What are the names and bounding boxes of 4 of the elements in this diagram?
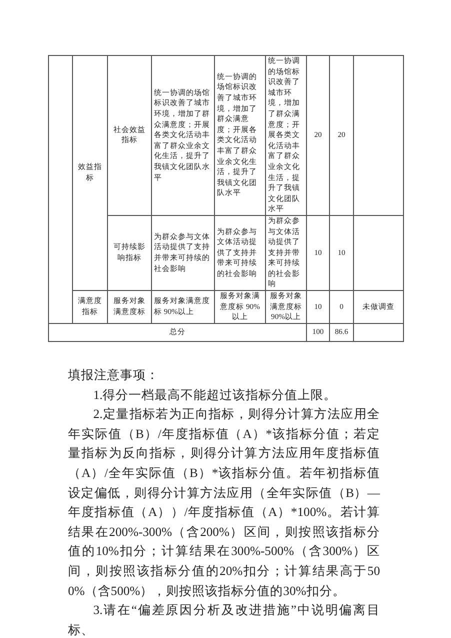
note-paragraph: 1.得分一档最高不能超过该指标分值上限。: [92, 386, 338, 404]
note-heading: 填报注意事项：: [68, 367, 160, 384]
note-paragraph: 2.定量指标若为正向指标，则得分计算方法应用全年实际值（B）/年度指标值（A）*该指标分值；若定量指标为反向指标，则得分计算方法应用年度指标值（A）/全年实际值（B）*该指标分值。若年初指标值设定偏低，则得分计算方法应用（全年实际值（B）—年度指标值（A））/年度指标值（A）*100%。若计算结果在200%-300%（含200%）区间，则按照该指标分值的10%扣分；计算结果在300%-500%（含300%）区间，则按照该指标分值的20%扣分；计算结果高于500%（含500%），则按照该指标分值的30%扣分。: [68, 406, 380, 600]
note-paragraph: 3.请在“偏差原因分析及改进措施”中说明偏离目标、: [68, 602, 380, 638]
